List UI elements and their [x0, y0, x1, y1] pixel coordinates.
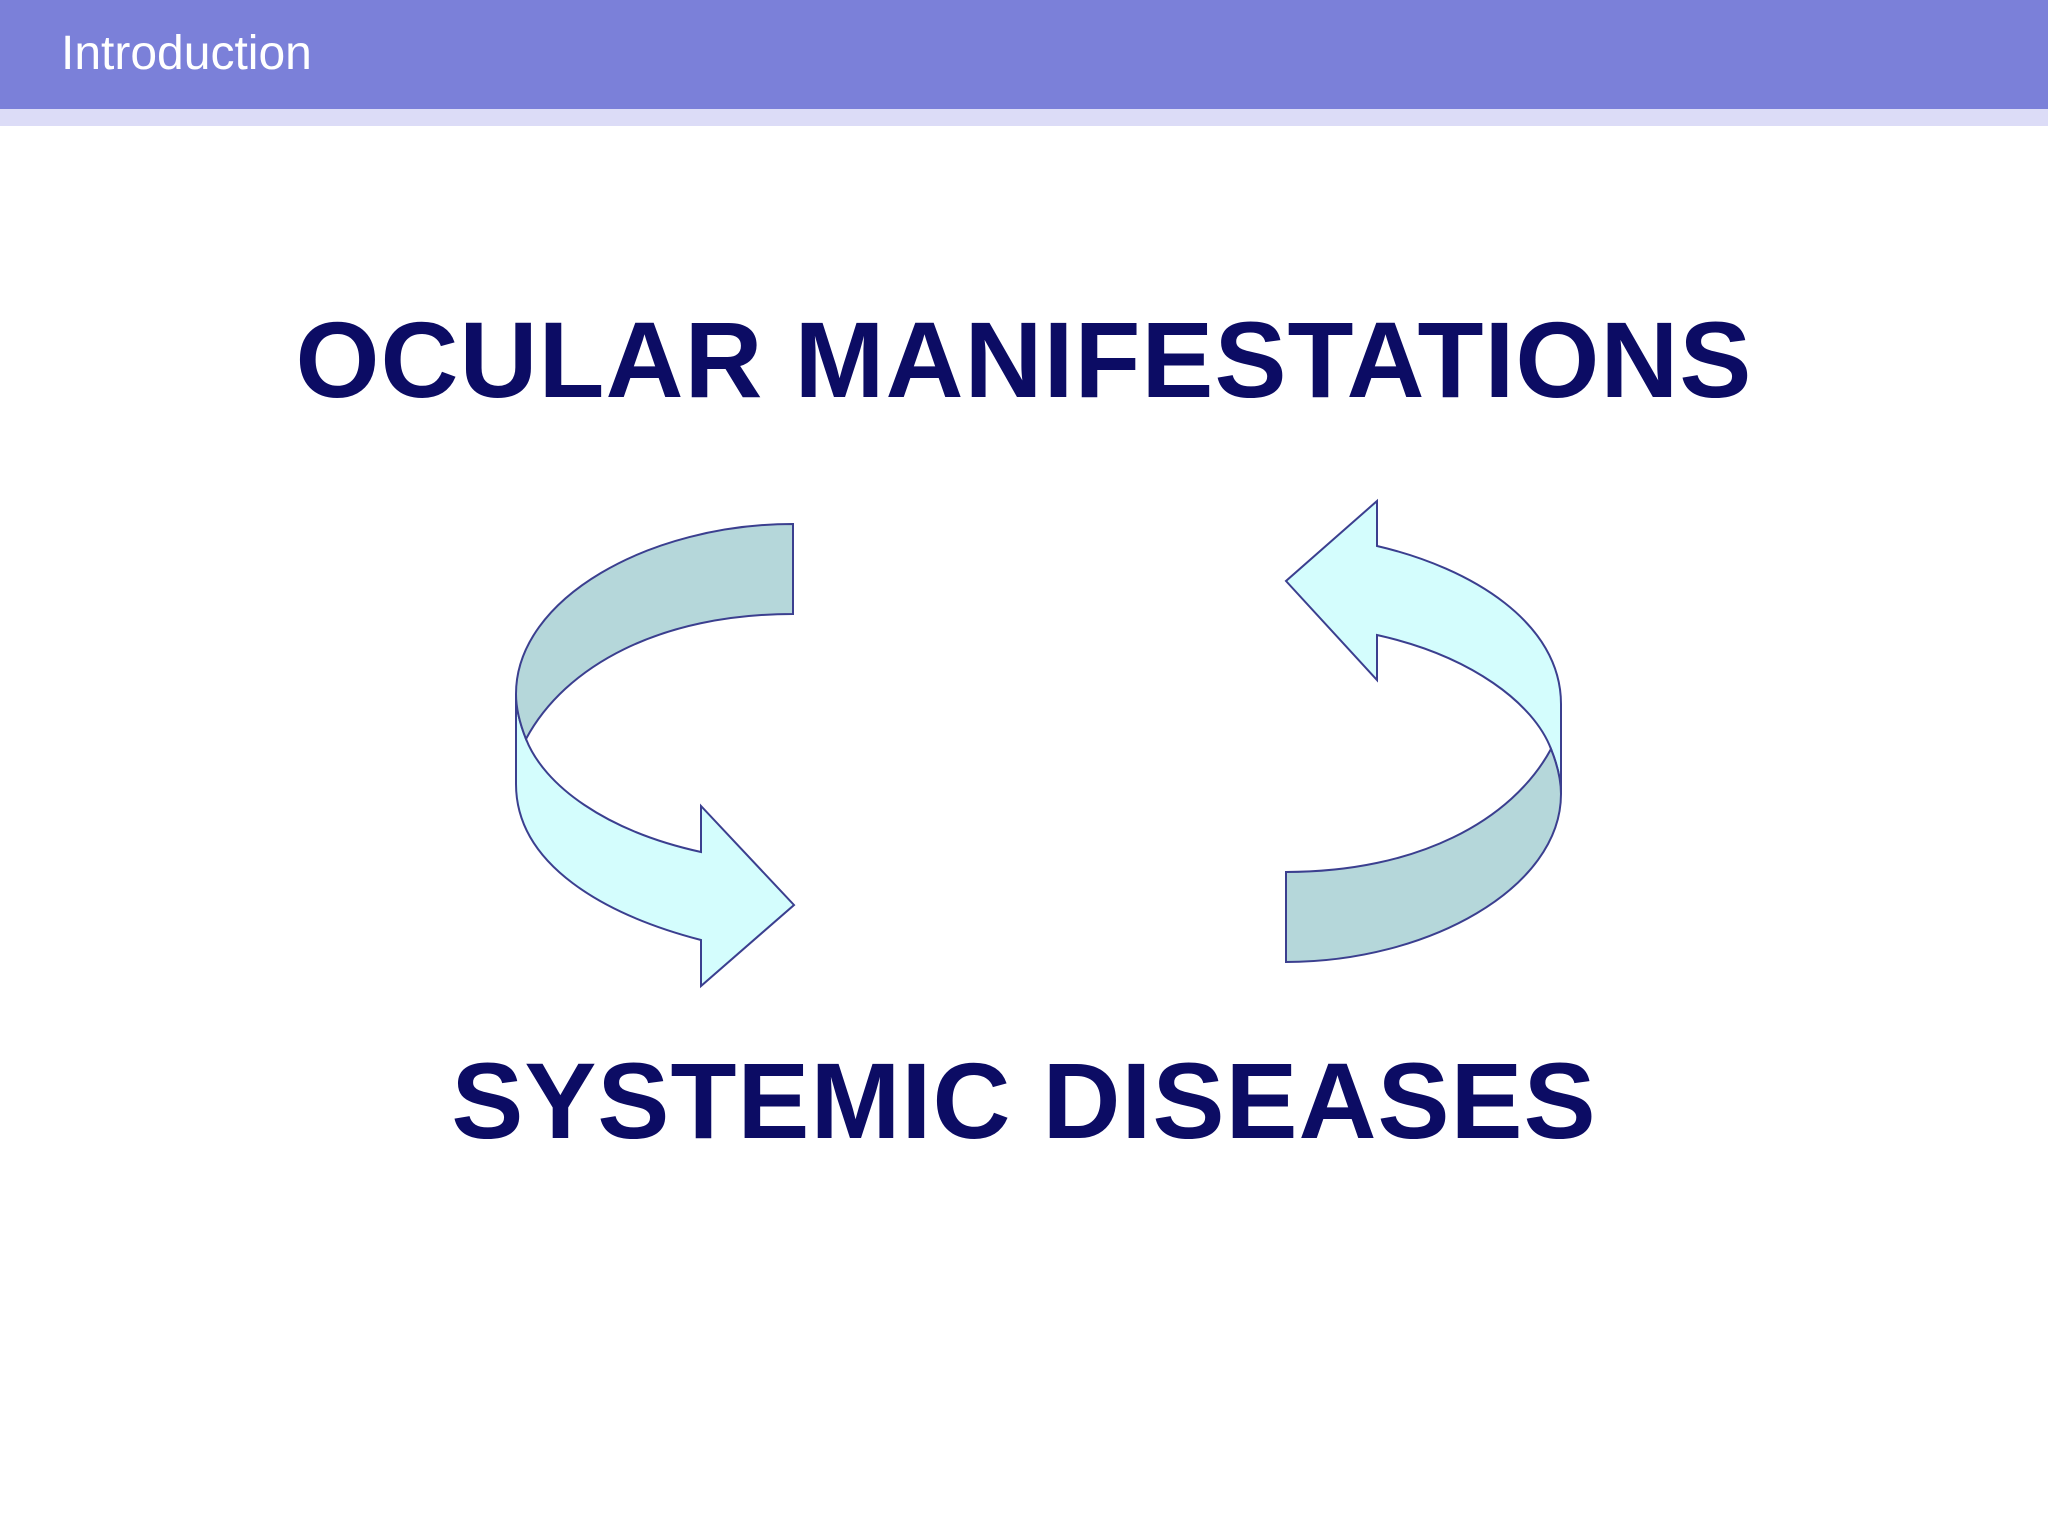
header-bar — [0, 0, 2048, 109]
left-arrow-body — [515, 693, 796, 989]
header-strip — [0, 109, 2048, 126]
left-curved-arrow-icon — [514, 522, 796, 989]
slide-title: Introduction — [61, 27, 312, 80]
ocular-manifestations-label: OCULAR MANIFESTATIONS — [295, 299, 1753, 420]
systemic-diseases-label: SYSTEMIC DISEASES — [451, 1040, 1597, 1161]
right-arrow-bottom-band — [1285, 746, 1563, 964]
left-arrow-top-band — [514, 522, 794, 742]
right-curved-arrow-icon — [1284, 498, 1563, 964]
right-arrow-body — [1284, 498, 1562, 795]
